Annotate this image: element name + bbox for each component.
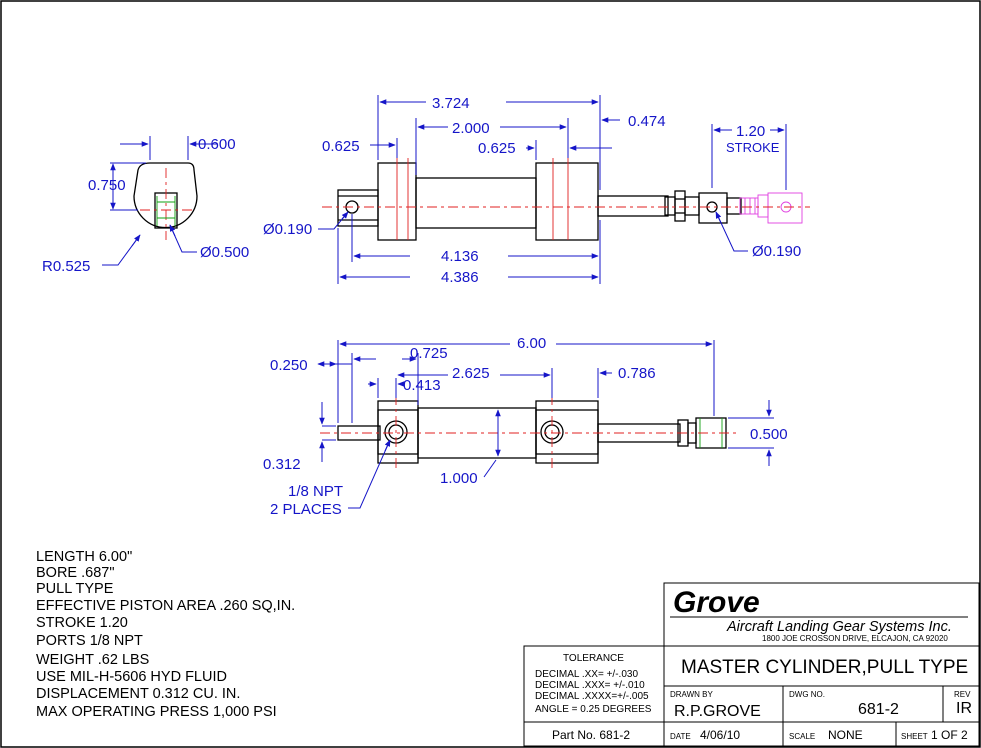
rev-value: IR (956, 700, 972, 717)
top-view: 3.724 2.000 0.625 0.625 0.474 1.20 STROK… (263, 95, 810, 286)
dim-eye-hole: Ø0.500 (200, 244, 249, 261)
scale-label: SCALE (789, 732, 815, 741)
dim-stroke-value: 1.20 (736, 123, 765, 140)
dim-left-hole: Ø0.190 (263, 221, 312, 238)
note-line: LENGTH 6.00" (36, 549, 132, 565)
part-number: Part No. 681-2 (552, 728, 630, 742)
end-eye-view: 0.600 0.750 R0.525 Ø0.500 (42, 136, 249, 275)
ports-note-line1: 1/8 NPT (288, 483, 343, 500)
title-block (523, 582, 980, 747)
ports-note-line2: 2 PLACES (270, 501, 342, 518)
dim-eye-height: 0.750 (88, 177, 126, 194)
note-line: WEIGHT .62 LBS (36, 652, 149, 668)
dim-length-4386: 4.386 (441, 269, 479, 286)
note-line: DISPLACEMENT 0.312 CU. IN. (36, 686, 240, 702)
dim-eye-width: 0.600 (198, 136, 236, 153)
note-line: USE MIL-H-5606 HYD FLUID (36, 669, 227, 685)
note-line: PULL TYPE (36, 581, 114, 597)
dim-overall-length: 6.00 (517, 335, 546, 352)
note-line: STROKE 1.20 (36, 615, 128, 631)
scale-value: NONE (828, 728, 863, 742)
note-line: EFFECTIVE PISTON AREA .260 SQ,IN. (36, 598, 295, 614)
sheet-label: SHEET (901, 732, 928, 741)
dim-right-hole: Ø0.190 (752, 243, 801, 260)
dwg-no-value: 681-2 (858, 701, 899, 718)
note-line: MAX OPERATING PRESS 1,000 PSI (36, 704, 277, 720)
dim-body-height: 1.000 (440, 470, 478, 487)
drawn-by-label: DRAWN BY (670, 690, 713, 699)
dim-port-spacing-top: 2.000 (452, 120, 490, 137)
tolerance-line: DECIMAL .XXX= +/-.010 (535, 680, 645, 691)
tolerance-line: ANGLE = 0.25 DEGREES (535, 704, 652, 715)
spec-notes: LENGTH 6.00" BORE .687" PULL TYPE EFFECT… (36, 549, 295, 720)
note-line: PORTS 1/8 NPT (36, 633, 143, 649)
dim-eye-radius: R0.525 (42, 258, 90, 275)
side-view: 6.00 0.725 0.250 2.625 0.413 0.786 1.000 (263, 335, 788, 518)
sheet-value: 1 OF 2 (931, 728, 968, 742)
rev-label: REV (954, 690, 971, 699)
dim-rod-length-side: 0.786 (618, 365, 656, 382)
dim-stroke-label: STROKE (726, 140, 780, 155)
dwg-no-label: DWG NO. (789, 690, 825, 699)
dim-rod-extension: 0.474 (628, 113, 666, 130)
dim-tang-width: 0.250 (270, 357, 308, 374)
dim-length-4136: 4.136 (441, 248, 479, 265)
drawn-by-value: R.P.GROVE (674, 703, 761, 720)
company-name: Aircraft Landing Gear Systems Inc. (726, 619, 952, 635)
dim-rod-end-offset: 0.625 (322, 138, 360, 155)
dim-port-offset-side: 0.413 (403, 377, 441, 394)
dim-lug-offset: 0.725 (410, 345, 448, 362)
dim-overall-body: 3.724 (432, 95, 470, 112)
tolerance-line: DECIMAL .XX= +/-.030 (535, 669, 638, 680)
dim-port-offset-top: 0.625 (478, 140, 516, 157)
dim-end-thickness: 0.500 (750, 426, 788, 443)
drawing-title: MASTER CYLINDER,PULL TYPE (681, 657, 968, 678)
note-line: BORE .687" (36, 565, 115, 581)
company-logo: Grove (673, 586, 760, 619)
tolerance-line: DECIMAL .XXXX=+/-.005 (535, 691, 649, 702)
date-label: DATE (670, 732, 691, 741)
dim-rod-thickness: 0.312 (263, 456, 301, 473)
dim-port-spacing-side: 2.625 (452, 365, 490, 382)
company-address: 1800 JOE CROSSON DRIVE, ELCAJON, CA 9202… (762, 634, 948, 643)
date-value: 4/06/10 (700, 728, 740, 742)
tolerance-header: TOLERANCE (563, 653, 624, 664)
